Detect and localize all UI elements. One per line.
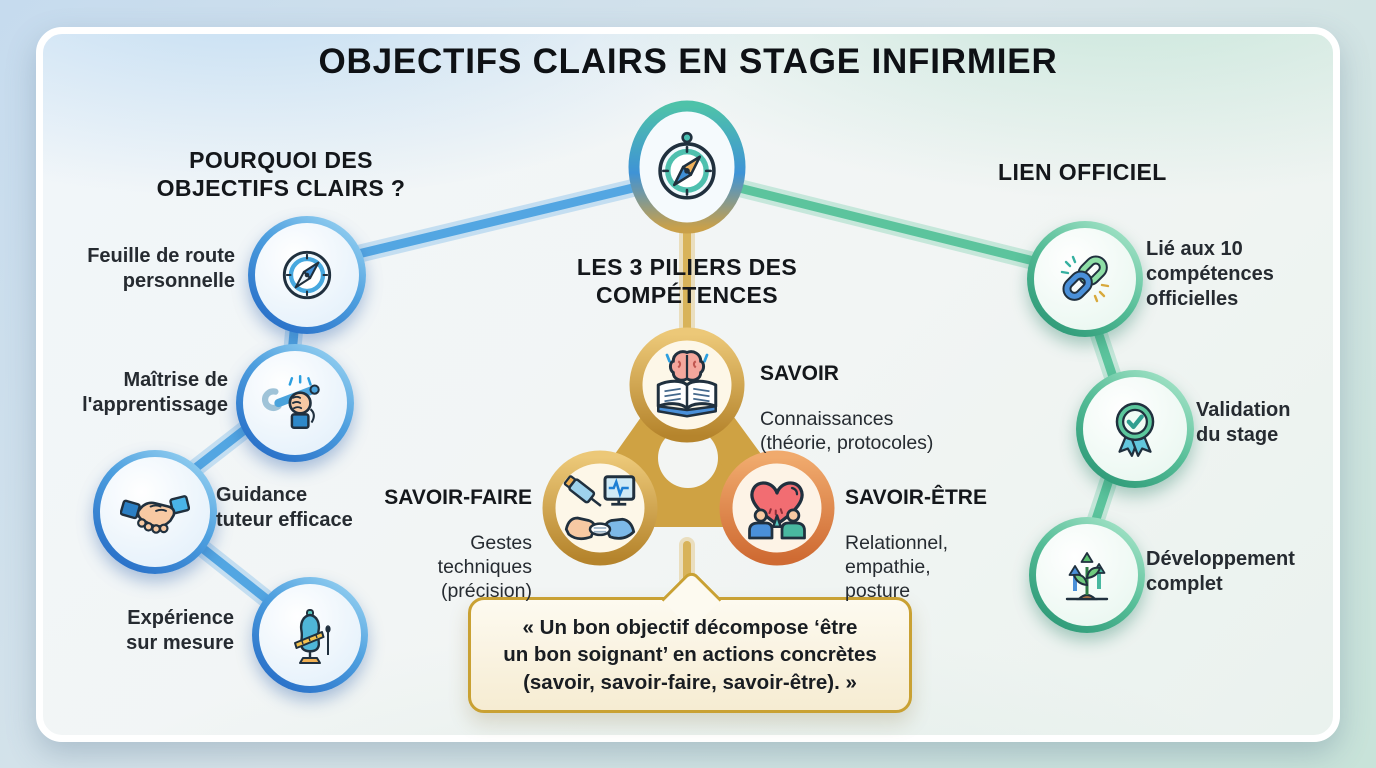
node-feuille-de-route: [248, 216, 366, 334]
book-brain-icon: [656, 350, 718, 418]
handshake-icon: [120, 495, 190, 534]
left-section-heading: POURQUOI DES OBJECTIFS CLAIRS ?: [156, 147, 406, 202]
pillar-savoir-faire: SAVOIR-FAIRE Gestes techniques (précisio…: [348, 465, 532, 623]
node-guidance: [93, 450, 217, 574]
growth-plant-icon: [1065, 552, 1109, 601]
page-title: OBJECTIFS CLAIRS EN STAGE INFIRMIER: [318, 42, 1058, 81]
pillar-savoir-desc: Connaissances (théorie, protocoles): [760, 407, 934, 454]
syringe-care-icon: [563, 475, 636, 541]
label-maitrise: Maîtrise de l'apprentissage: [82, 369, 228, 417]
node-maitrise: [236, 344, 354, 462]
label-feuille-de-route: Feuille de route personnelle: [87, 245, 235, 293]
node-lien-competences: [1027, 221, 1143, 337]
pillar-savoir-title: SAVOIR: [760, 361, 839, 385]
node-savoir-faire: [558, 466, 642, 550]
node-savoir-etre: [735, 466, 819, 550]
chain-link-icon: [1060, 255, 1110, 303]
right-section-heading: LIEN OFFICIEL: [998, 159, 1167, 185]
pillar-savoir-etre-desc: Relationnel, empathie, posture: [845, 531, 948, 603]
wrench-hand-icon: [262, 374, 320, 429]
medal-check-icon: [1115, 402, 1155, 457]
compass-icon: [282, 250, 332, 300]
mannequin-measure-icon: [294, 609, 331, 664]
node-validation: [1076, 370, 1194, 488]
label-developpement: Développement complet: [1146, 548, 1295, 596]
label-guidance: Guidance tuteur efficace: [216, 484, 353, 532]
hub-node: [645, 125, 729, 209]
pillar-savoir: SAVOIR Connaissances (théorie, protocole…: [760, 341, 990, 475]
pillar-savoir-etre-title: SAVOIR-ÊTRE: [845, 485, 987, 509]
node-experience: [252, 577, 368, 693]
heart-people-icon: [748, 481, 806, 540]
node-savoir: [645, 343, 729, 427]
compass-icon: [658, 131, 716, 200]
pillar-savoir-faire-desc: Gestes techniques (précision): [437, 531, 532, 603]
node-developpement: [1029, 517, 1145, 633]
pillar-savoir-etre: SAVOIR-ÊTRE Relationnel, empathie, postu…: [845, 465, 1035, 623]
quote-box: « Un bon objectif décompose ‘être un bon…: [468, 569, 912, 713]
label-experience: Expérience sur mesure: [126, 607, 234, 655]
quote-text: « Un bon objectif décompose ‘être un bon…: [503, 616, 877, 694]
label-validation: Validation du stage: [1196, 399, 1291, 447]
pillar-savoir-faire-title: SAVOIR-FAIRE: [384, 485, 532, 509]
label-lien-competences: Lié aux 10 compétences officielles: [1146, 238, 1274, 311]
center-section-heading: LES 3 PILIERS DES COMPÉTENCES: [576, 254, 798, 309]
